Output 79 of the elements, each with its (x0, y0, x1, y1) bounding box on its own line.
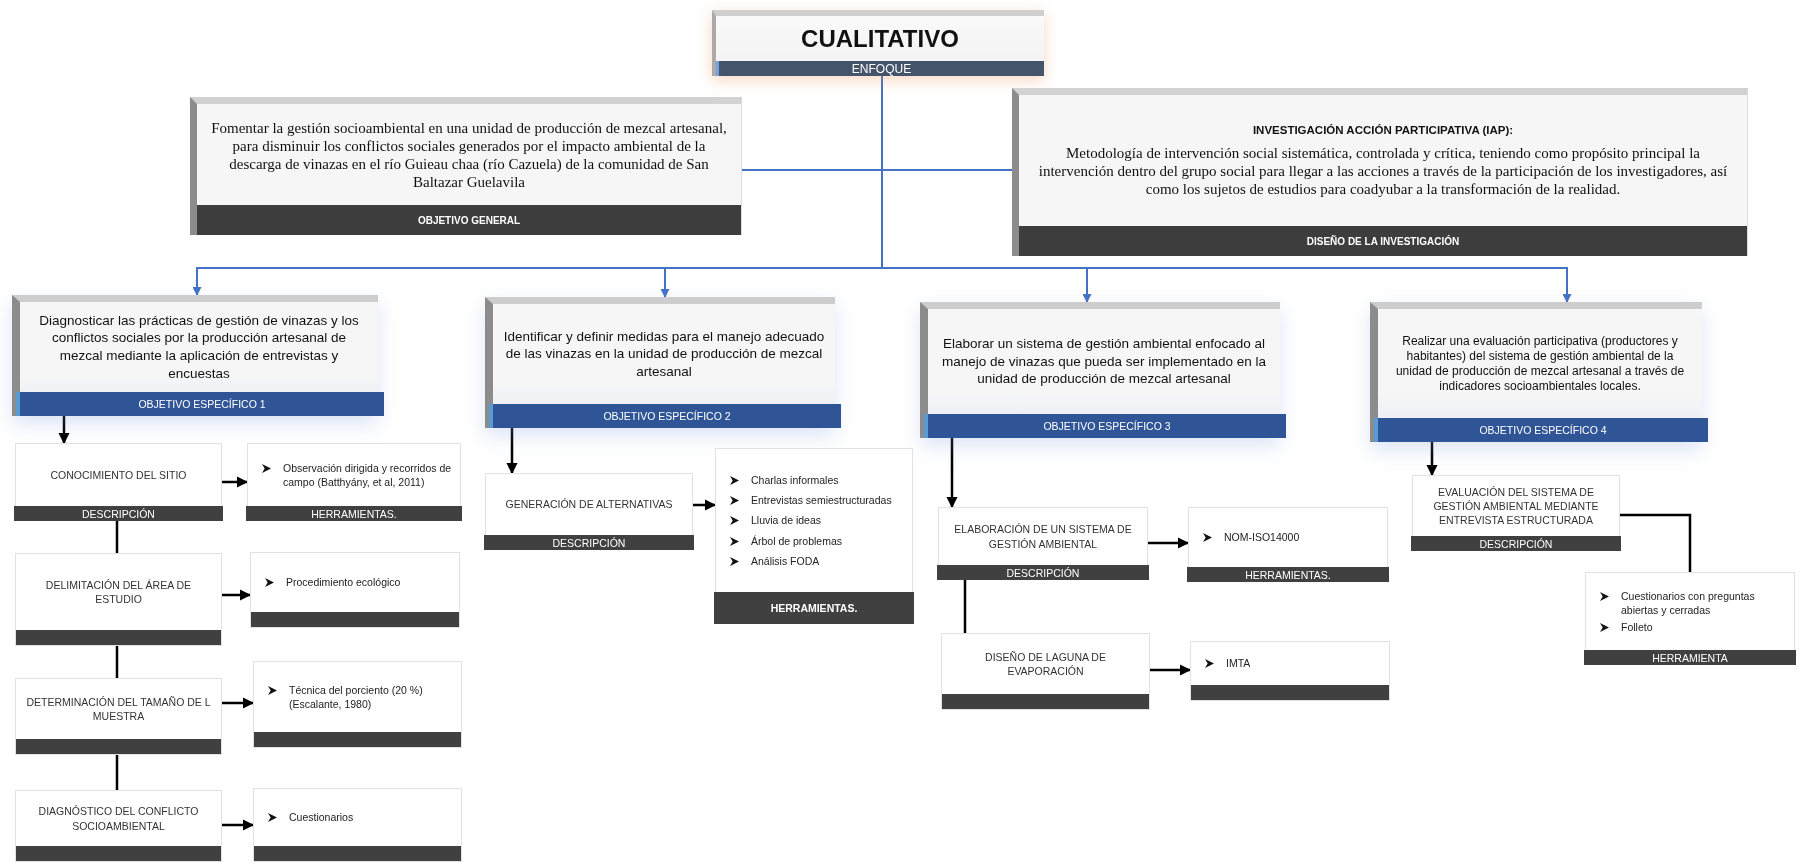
description-text: DISEÑO DE LAGUNA DE EVAPORACIÓN (984, 649, 1107, 679)
description-box (15, 678, 222, 755)
section-label: ENFOQUE (716, 61, 1044, 76)
connector (1148, 537, 1190, 549)
connector (222, 697, 255, 709)
tools-box (1188, 507, 1388, 582)
description-box (485, 473, 693, 550)
description-text: Metodología de intervención social sistemática, controlada y crítica, teniendo como propósito principal la intervención dentro del grupo social para llegar a las acciones a través de la participación de los investigadores, así como los sujetos de estudios para coadyubar a la transformación de la realidad. (1037, 143, 1729, 198)
list-item: Cuestionarios con preguntas abiertas y cerradas (1621, 589, 1756, 618)
description-text: ELABORACIÓN DE UN SISTEMA DE GESTIÓN AMBIENTAL (953, 522, 1133, 551)
description-text: GENERACIÓN DE ALTERNATIVAS (505, 497, 673, 512)
list-item: Procedimiento ecológico (286, 575, 401, 590)
list-item: Técnica del porciento (20 %) (Escalante, 1980) (289, 682, 424, 712)
connector (115, 646, 119, 678)
tools-box (715, 448, 913, 624)
description-text: Identificar y definir medidas para el manejo adecuado de las vinazas en la unidad de producción de mezcal artesanal (503, 327, 825, 381)
section-label: HERRAMIENTAS. (714, 592, 914, 624)
description-text: EVALUACIÓN DEL SISTEMA DE GESTIÓN AMBIENTAL MEDIANTE ENTREVISTA ESTRUCTURADA (1432, 484, 1600, 528)
description-text: DETERMINACIÓN DEL TAMAÑO DE L MUESTRA (26, 694, 211, 724)
list-item: IMTA (1226, 656, 1251, 671)
description-text: CONOCIMIENTO DEL SITIO (50, 467, 187, 483)
connector (222, 476, 249, 488)
list-item: Cuestionarios (289, 810, 354, 825)
section-label: HERRAMIENTA (1584, 650, 1796, 665)
connector (115, 521, 119, 553)
description-box (15, 553, 222, 646)
tools-box (253, 661, 462, 748)
list-item: Lluvia de ideas (751, 513, 822, 528)
section-label: OBJETIVO ESPECÍFICO 4 (1374, 418, 1708, 442)
connector (222, 819, 255, 831)
connector (58, 416, 70, 445)
heading: INVESTIGACIÓN ACCIÓN PARTICIPATIVA (IAP): (1252, 123, 1514, 136)
list-item: Folleto (1621, 619, 1653, 634)
section-label: DESCRIPCIÓN (14, 506, 223, 521)
section-label: DESCRIPCIÓN (484, 535, 694, 550)
section-label: HERRAMIENTAS. (246, 506, 462, 521)
info-card (1012, 88, 1748, 256)
section-label: OBJETIVO GENERAL (197, 205, 741, 235)
title: CUALITATIVO (801, 24, 959, 53)
list-item: NOM-ISO14000 (1224, 530, 1300, 545)
connector (693, 499, 717, 511)
description-text: Realizar una evaluación participativa (productores y habitantes) del sistema de gestión ambiental de la unidad de producción de mezcal artesanal a través de indicadores socioambientales locales. (1394, 333, 1686, 394)
list-item: Observación dirigida y recorridos de campo (Batthyány, et al, 2011) (283, 460, 452, 490)
connector (1426, 442, 1438, 477)
title-card (712, 10, 1044, 76)
description-text: Fomentar la gestión socioambiental en una unidad de producción de mezcal artesanal, para disminuir los conflictos sociales generados por el impacto ambiental de la descarga de vinazas en el río Guieau chaa (río Cazuela) de la comunidad de San Baltazar Guelavila (210, 118, 728, 191)
tools-box (253, 788, 462, 862)
description-text: Diagnosticar las prácticas de gestión de vinazas y los conflictos sociales por la producción artesanal de mezcal mediante la aplicación de entrevistas y encuestas (38, 311, 360, 383)
list-item: Entrevistas semiestructuradas (751, 493, 892, 508)
description-box (1412, 475, 1620, 551)
tools-box (247, 443, 461, 521)
section-label: DISEÑO DE LA INVESTIGACIÓN (1019, 226, 1747, 256)
section-label: DESCRIPCIÓN (937, 565, 1149, 580)
section-label: OBJETIVO ESPECÍFICO 3 (924, 414, 1286, 438)
connector (963, 580, 967, 633)
info-card (190, 97, 742, 235)
description-box (941, 633, 1150, 710)
connector (115, 755, 119, 790)
list-item: Análisis FODA (751, 553, 820, 568)
description-text: Elaborar un sistema de gestión ambiental enfocado al manejo de vinazas que pueda ser implementado en la unidad de producción de mezcal artesanal (940, 335, 1268, 388)
description-box (15, 443, 222, 521)
connector (222, 589, 252, 601)
list-item: Charlas informales (751, 473, 839, 488)
section-label: OBJETIVO ESPECÍFICO 1 (16, 392, 384, 416)
description-box (15, 790, 222, 862)
section-label: OBJETIVO ESPECÍFICO 2 (489, 404, 841, 428)
connector (946, 438, 958, 509)
tools-box (1190, 641, 1390, 701)
connector (1620, 513, 1692, 572)
list-item: Árbol de problemas (751, 533, 843, 548)
section-label: HERRAMIENTAS. (1187, 567, 1389, 582)
connector (506, 428, 518, 475)
tools-box (250, 552, 460, 628)
section-label: DESCRIPCIÓN (1411, 536, 1621, 551)
description-text: DELIMITACIÓN DEL ÁREA DE ESTUDIO (44, 577, 193, 607)
tools-box (1585, 572, 1795, 665)
description-box (938, 507, 1148, 580)
description-text: DIAGNÓSTICO DEL CONFLICTO SOCIOAMBIENTAL (37, 804, 200, 833)
connector (1150, 664, 1192, 676)
